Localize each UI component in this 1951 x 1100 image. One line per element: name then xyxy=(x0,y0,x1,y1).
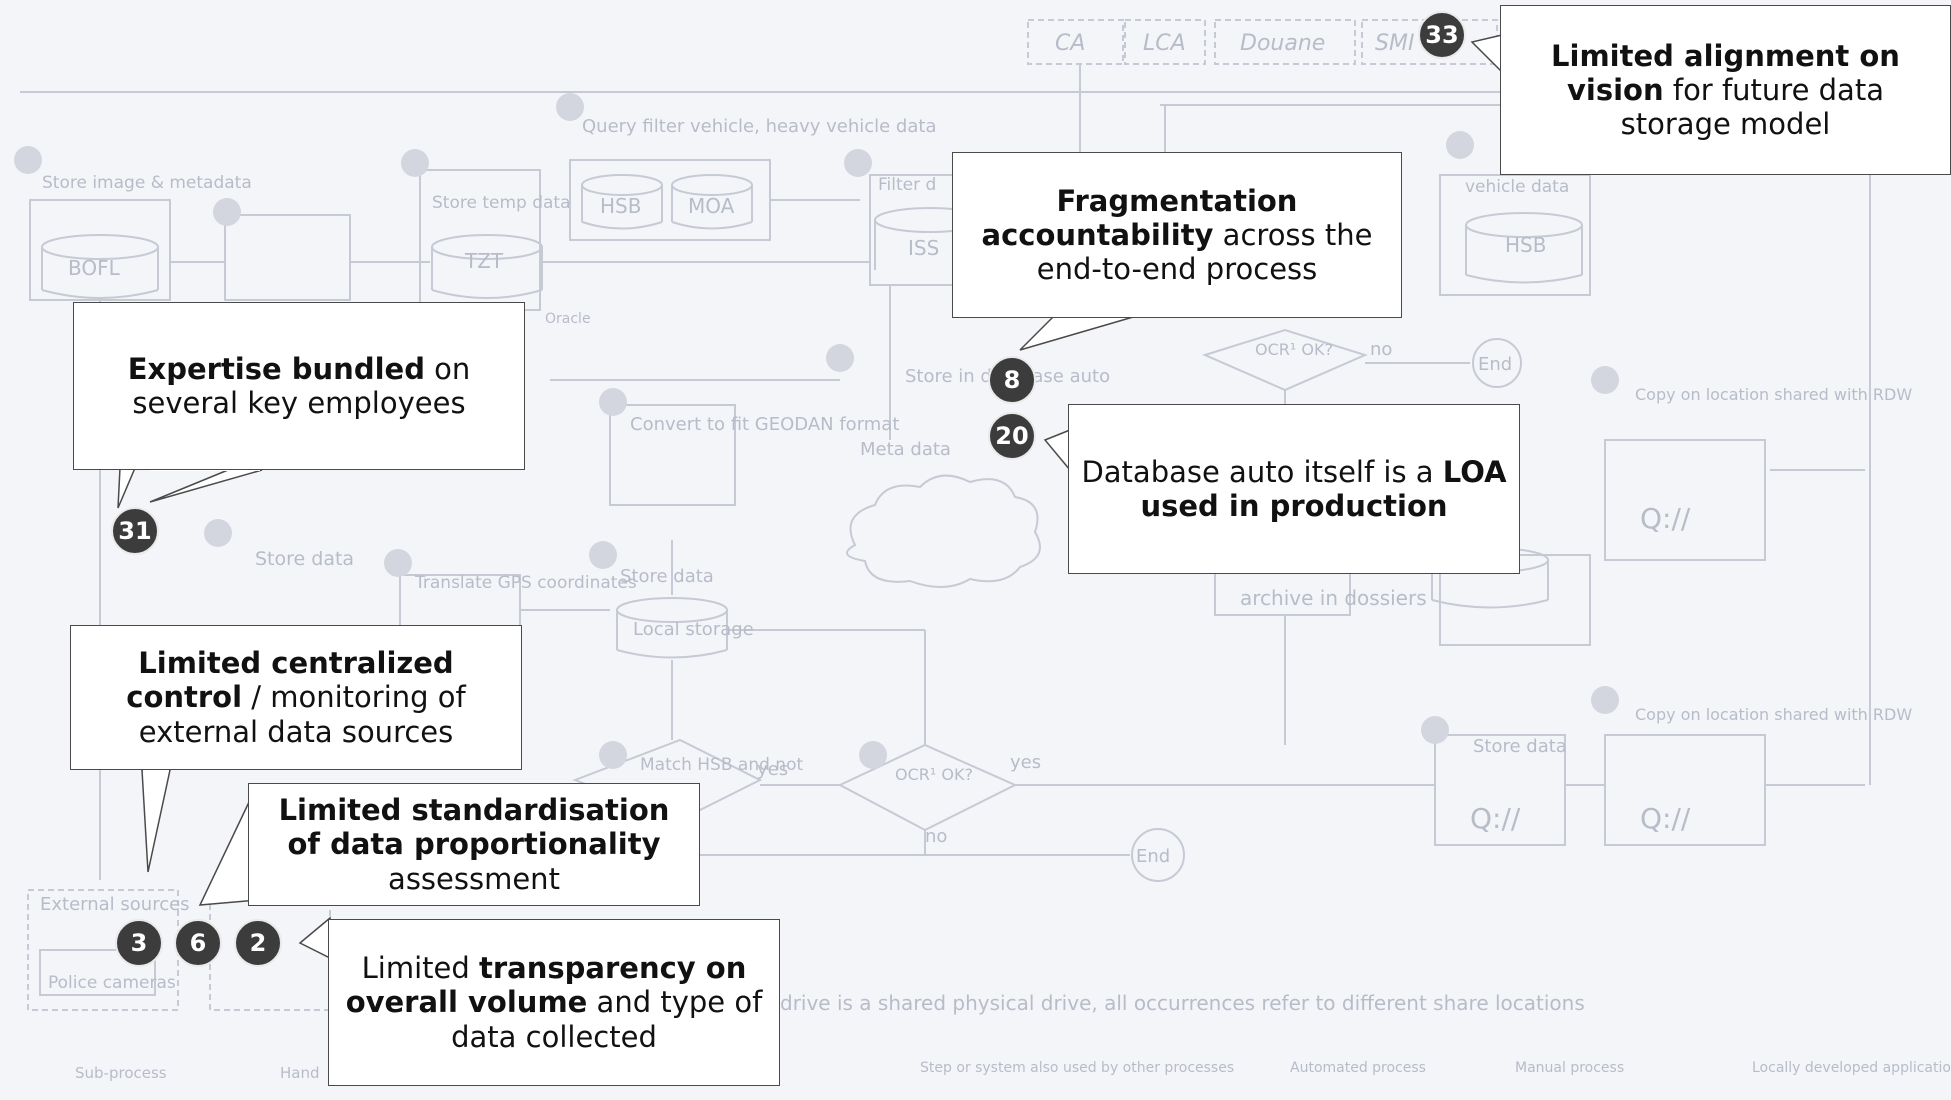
bg-step1-label: Store image & metadata xyxy=(42,173,252,193)
bg-iss: ISS xyxy=(908,236,939,260)
badge-20: 20 xyxy=(988,412,1036,460)
callout-8-bold: Fragmentation accountability xyxy=(981,183,1298,252)
bg-moa: MOA xyxy=(688,194,735,218)
badge-8: 8 xyxy=(988,356,1036,404)
bg-hsb-2: HSB xyxy=(1505,233,1546,257)
callout-33-text: for future data storage model xyxy=(1620,72,1884,142)
callout-8-text: across the end-to-end process xyxy=(1036,217,1373,287)
callout-transparency-volume: Limited transparency on overall volume a… xyxy=(328,919,780,1086)
badge-6: 6 xyxy=(174,919,222,967)
bg-external: External sources xyxy=(40,894,190,915)
bg-end-2: End xyxy=(1136,846,1170,867)
bg-bofl: BOFL xyxy=(68,256,121,280)
callout-31-bold: Expertise bundled xyxy=(127,351,425,386)
bg-label-ca: CA xyxy=(1055,31,1085,56)
bg-match: Match HSB and not xyxy=(640,755,803,775)
bg-label-douane: Douane xyxy=(1240,31,1325,56)
bg-legend-subprocess: Sub-process xyxy=(75,1064,167,1082)
callout-vision-alignment: Limited alignment on vision for future d… xyxy=(1500,5,1951,175)
callout-33-bold: Limited alignment on vision xyxy=(1551,38,1900,107)
callout-31-text: on several key employees xyxy=(132,351,471,420)
callout-20-text: Database auto itself is a xyxy=(1081,454,1443,489)
callout-2-pre: Limited xyxy=(361,951,479,986)
bg-yes-2: yes xyxy=(1010,752,1041,773)
bg-store-data-2: Store data xyxy=(255,548,354,570)
bg-hsb: HSB xyxy=(600,194,641,218)
callout-6-text: assessment xyxy=(388,861,560,896)
bg-police-cameras: Police cameras xyxy=(48,973,176,993)
callout-fragmentation-accountability: Fragmentation accountability across the … xyxy=(952,152,1402,318)
callout-6-bold: Limited standardisation of data proporti… xyxy=(278,793,670,862)
bg-legend-hand: Hand xyxy=(280,1064,320,1082)
bg-store-data-3: Store data xyxy=(1473,736,1567,757)
bg-footnote: drive is a shared physical drive, all oc… xyxy=(780,991,1585,1015)
callout-expertise-bundled: Expertise bundled on several key employe… xyxy=(73,302,525,470)
bg-oracle: Oracle xyxy=(545,311,591,327)
badge-2: 2 xyxy=(234,919,282,967)
callout-pointers xyxy=(117,34,1503,960)
bg-tzt: TZT xyxy=(464,249,504,273)
callout-2-bold: transparency on overall volume xyxy=(345,951,747,1020)
callout-centralized-control: Limited centralized control / monitoring… xyxy=(70,625,522,770)
bg-translate-gps: Translate GPS coordinates xyxy=(414,573,637,593)
callout-2-text: and type of data collected xyxy=(451,985,763,1054)
bg-meta: Meta data xyxy=(860,439,951,460)
bg-dossiers: archive in dossiers xyxy=(1240,586,1427,610)
bg-store-data: Store data xyxy=(620,566,714,587)
badge-31: 31 xyxy=(111,507,159,555)
bg-local-storage: Local storage xyxy=(633,619,754,640)
bg-legend-step: Step or system also used by other proces… xyxy=(920,1060,1234,1076)
callout-standardisation-proportionality: Limited standardisation of data proporti… xyxy=(248,783,700,906)
bg-legend-loa: Locally developed application (LOA) xyxy=(1752,1060,1951,1076)
bg-q-1: Q:// xyxy=(1640,502,1691,535)
bg-copy-rdw-1: Copy on location shared with RDW xyxy=(1635,705,1912,724)
badge-3: 3 xyxy=(115,919,163,967)
bg-no-1: no xyxy=(1370,339,1392,360)
bg-label-lca: LCA xyxy=(1143,31,1186,56)
bg-convert-geodan: Convert to fit GEODAN format xyxy=(630,414,899,435)
bg-step4-label: Query filter vehicle, heavy vehicle data xyxy=(582,116,936,137)
bg-label-smi: SMI xyxy=(1375,31,1414,56)
bg-q-3: Q:// xyxy=(1470,802,1521,835)
bg-step5-label: Filter d xyxy=(878,175,936,195)
bg-ocr-2: OCR¹ OK? xyxy=(895,765,973,784)
badge-33: 33 xyxy=(1418,11,1466,59)
bg-legend-automated: Automated process xyxy=(1290,1060,1426,1076)
bg-copy-rdw-2: Copy on location shared with RDW xyxy=(1635,385,1912,404)
callout-20-bold: LOA used in production xyxy=(1140,454,1507,523)
bg-legend-manual: Manual process xyxy=(1515,1060,1624,1076)
bg-yes-1: yes xyxy=(757,759,788,780)
callout-3-text: / monitoring of external data sources xyxy=(138,680,466,749)
callout-3-bold: Limited centralized control xyxy=(126,646,454,715)
bg-end-1: End xyxy=(1478,354,1512,375)
bg-step3-label: Store temp data xyxy=(432,193,571,213)
bg-no-2: no xyxy=(925,826,947,847)
bg-step7-label: vehicle data xyxy=(1465,177,1569,197)
bg-ocr-1: OCR¹ OK? xyxy=(1255,340,1333,359)
callout-database-auto-loa: Database auto itself is a LOA used in pr… xyxy=(1068,404,1520,574)
bg-q-2: Q:// xyxy=(1640,802,1691,835)
